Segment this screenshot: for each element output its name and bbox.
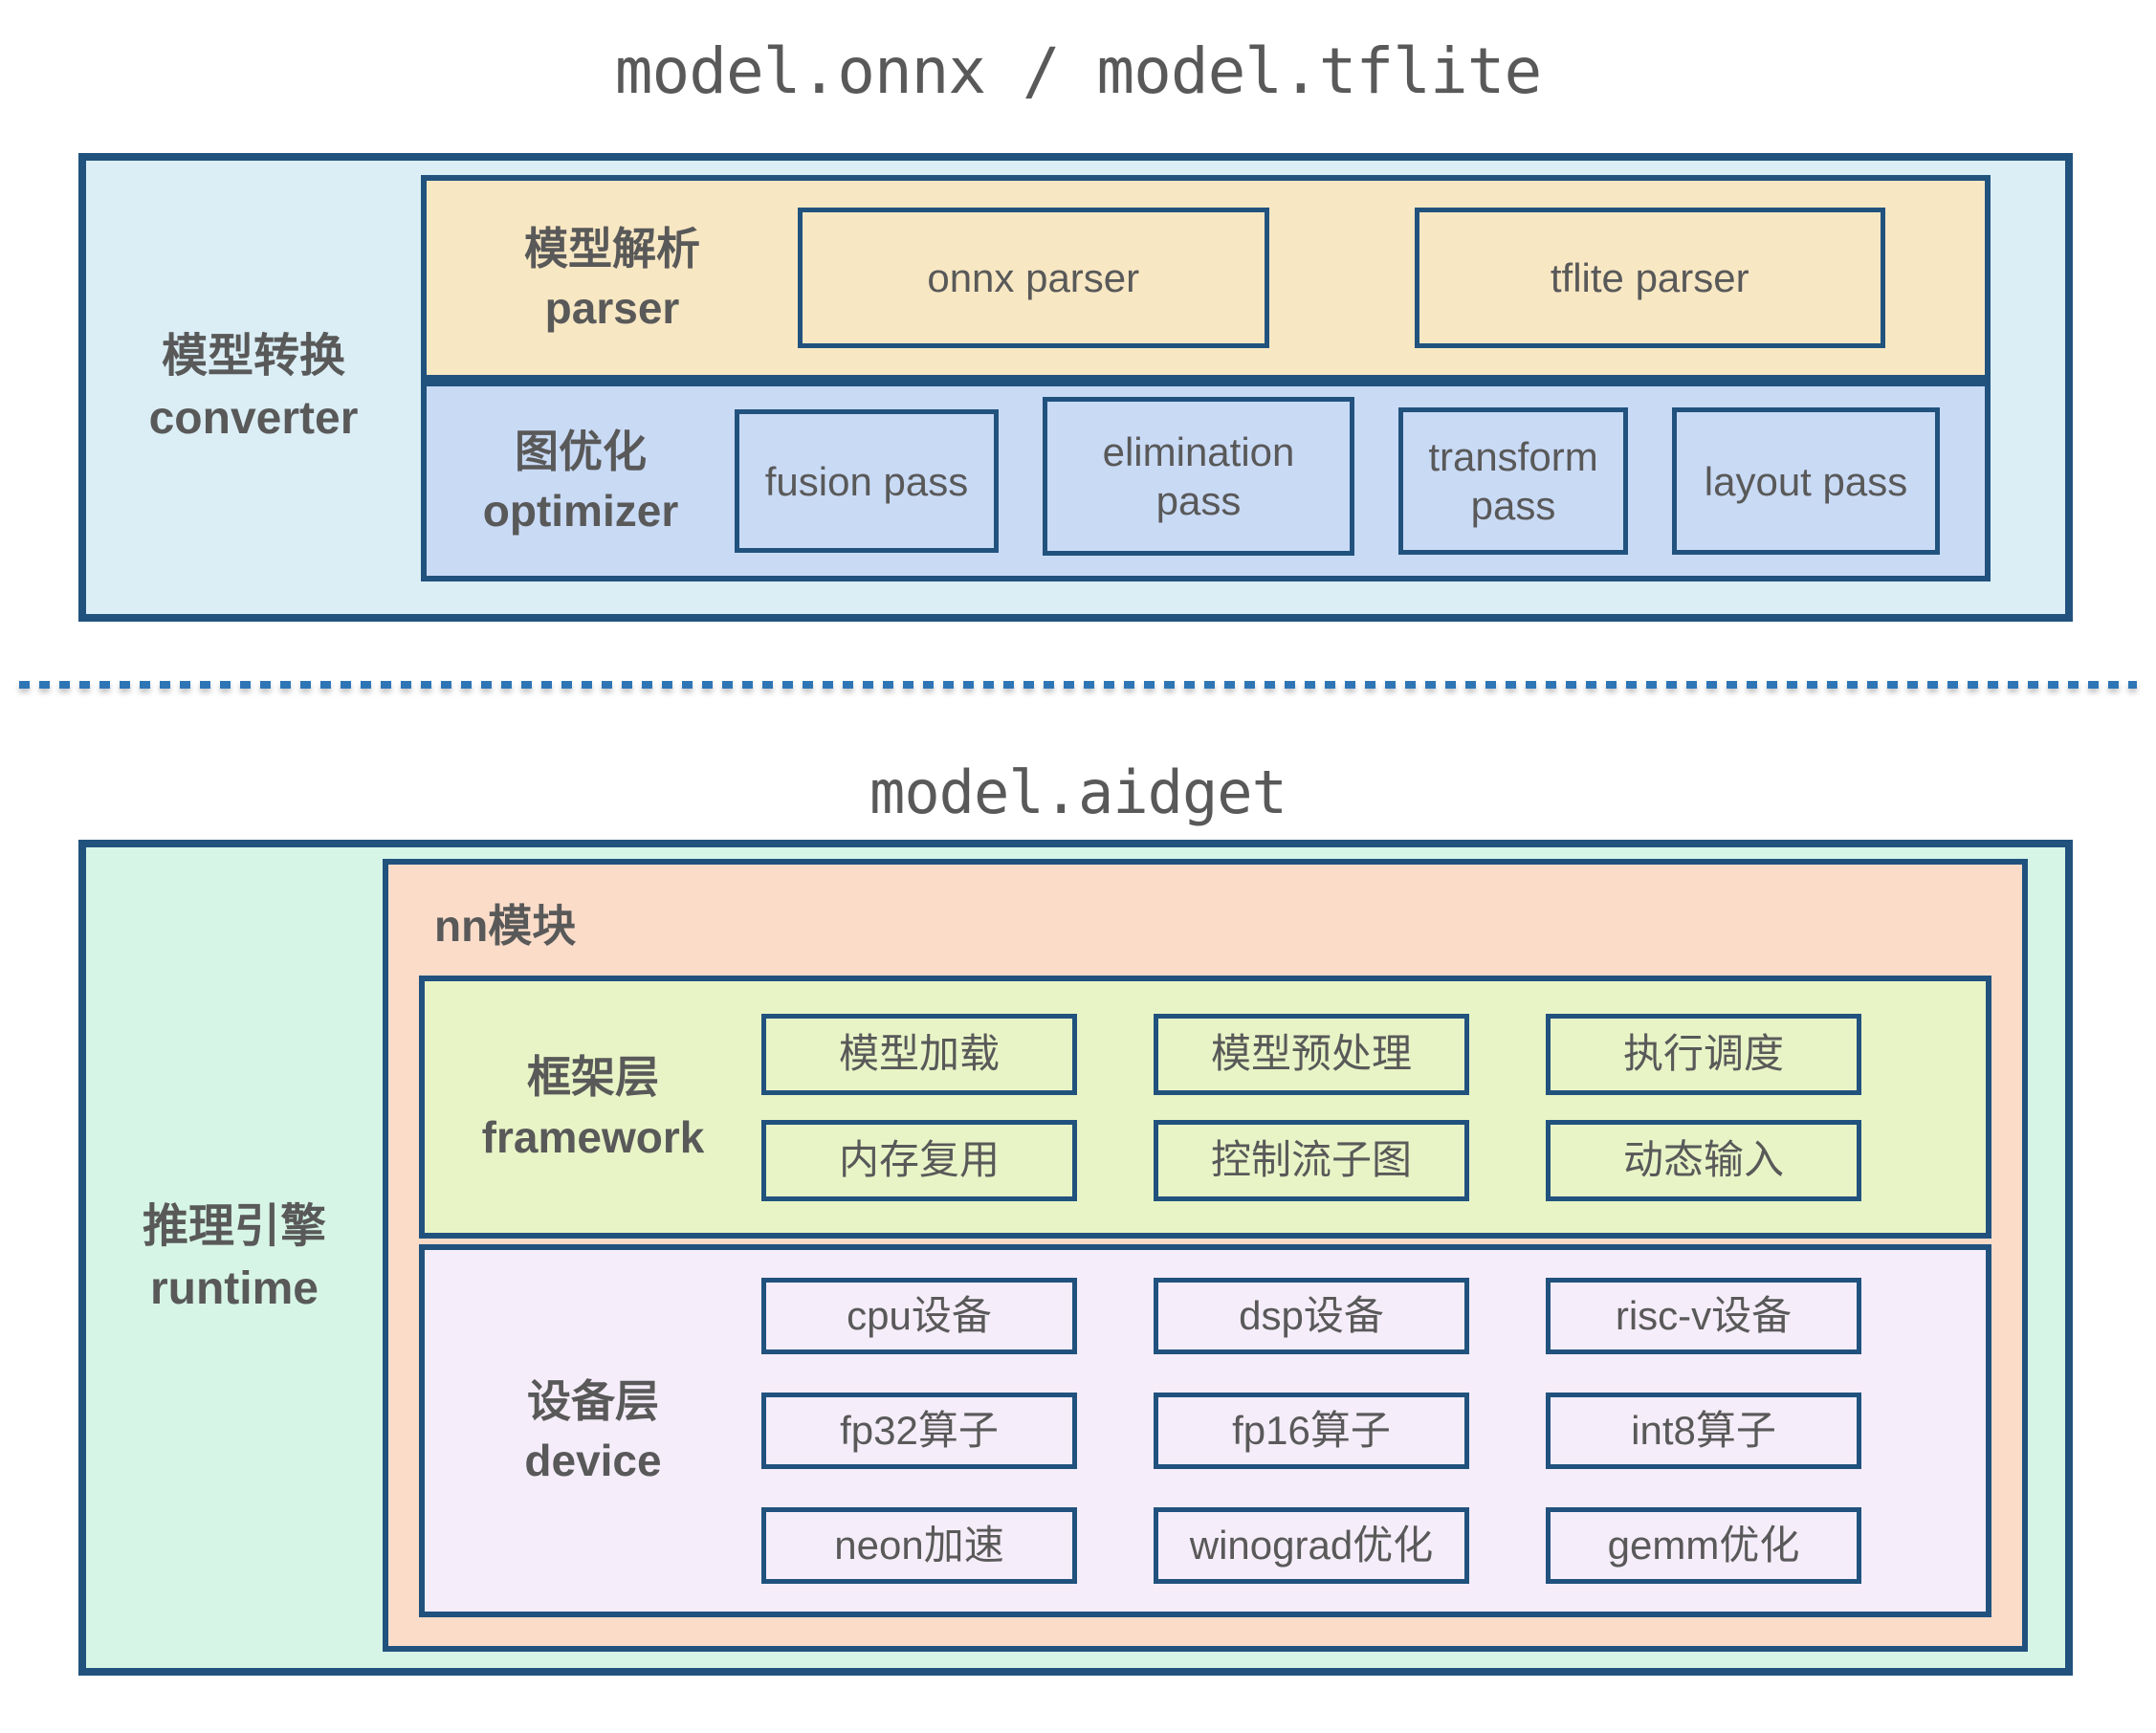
converter-label: 模型转换 converter: [86, 161, 421, 614]
runtime-label-zh: 推理引擎: [142, 1200, 326, 1252]
runtime-box: 推理引擎 runtime nn模块 框架层 framework 模型加载 模型预…: [78, 840, 2073, 1676]
runtime-label-en: runtime: [149, 1263, 319, 1314]
device-section: 设备层 device cpu设备 dsp设备 risc-v设备 fp32算子 f…: [419, 1244, 1991, 1617]
cell-dynamic-input: 动态输入: [1546, 1119, 1861, 1201]
parser-section: 模型解析 parser onnx parser tflite parser: [421, 175, 1991, 382]
cell-transform-pass: transform pass: [1398, 407, 1628, 556]
optimizer-label-zh: 图优化: [515, 427, 647, 477]
device-label-zh: 设备层: [527, 1375, 659, 1426]
cell-int8-ops: int8算子: [1546, 1393, 1861, 1469]
cell-onnx-parser: onnx parser: [798, 208, 1269, 349]
device-label-en: device: [524, 1436, 662, 1485]
title-model-files: model.onnx / model.tflite: [614, 34, 1542, 108]
cell-fp16-ops: fp16算子: [1154, 1393, 1469, 1469]
framework-label-en: framework: [481, 1111, 705, 1162]
cell-gemm-opt: gemm优化: [1546, 1507, 1861, 1584]
parser-label-en: parser: [544, 282, 680, 333]
runtime-label: 推理引擎 runtime: [86, 847, 383, 1668]
cell-dsp-device: dsp设备: [1154, 1278, 1469, 1354]
cell-elimination-pass: elimination pass: [1043, 397, 1354, 557]
converter-sections: 模型解析 parser onnx parser tflite parser 图优…: [421, 161, 2065, 614]
cell-fp32-ops: fp32算子: [761, 1393, 1077, 1469]
parser-label-zh: 模型解析: [524, 223, 700, 274]
parser-label: 模型解析 parser: [427, 219, 798, 338]
cell-model-load: 模型加载: [761, 1013, 1077, 1095]
device-grid: cpu设备 dsp设备 risc-v设备 fp32算子 fp16算子 int8算…: [761, 1278, 1986, 1584]
cell-neon-accel: neon加速: [761, 1507, 1077, 1584]
cell-tflite-parser: tflite parser: [1414, 208, 1885, 349]
framework-section: 框架层 framework 模型加载 模型预处理 执行调度 内存复用 控制流子图…: [419, 976, 1991, 1239]
device-label: 设备层 device: [425, 1371, 761, 1490]
framework-grid: 模型加载 模型预处理 执行调度 内存复用 控制流子图 动态输入: [761, 1013, 1986, 1201]
title-model-aidget: model.aidget: [869, 757, 1287, 827]
nn-module-box: nn模块 框架层 framework 模型加载 模型预处理 执行调度 内存复用 …: [383, 859, 2028, 1652]
optimizer-section: 图优化 optimizer fusion pass elimination pa…: [421, 381, 1991, 581]
cell-layout-pass: layout pass: [1672, 407, 1940, 556]
framework-label: 框架层 framework: [425, 1047, 761, 1166]
optimizer-label: 图优化 optimizer: [427, 422, 735, 540]
dashed-divider: [19, 681, 2137, 689]
converter-label-en: converter: [148, 393, 359, 444]
framework-label-zh: 框架层: [527, 1052, 659, 1103]
cell-riscv-device: risc-v设备: [1546, 1278, 1861, 1354]
cell-memory-reuse: 内存复用: [761, 1119, 1077, 1201]
cell-model-preprocess: 模型预处理: [1154, 1013, 1469, 1095]
cell-cpu-device: cpu设备: [761, 1278, 1077, 1354]
cell-exec-schedule: 执行调度: [1546, 1013, 1861, 1095]
optimizer-label-en: optimizer: [482, 486, 679, 537]
nn-module-title: nn模块: [434, 901, 577, 951]
converter-box: 模型转换 converter 模型解析 parser onnx parser t…: [78, 153, 2073, 622]
cell-fusion-pass: fusion pass: [735, 409, 999, 554]
parser-cells: onnx parser tflite parser: [798, 208, 1985, 349]
converter-label-zh: 模型转换: [161, 330, 345, 382]
cell-winograd-opt: winograd优化: [1154, 1507, 1469, 1584]
cell-control-flow-subgraph: 控制流子图: [1154, 1119, 1469, 1201]
optimizer-cells: fusion pass elimination pass transform p…: [735, 397, 1985, 557]
